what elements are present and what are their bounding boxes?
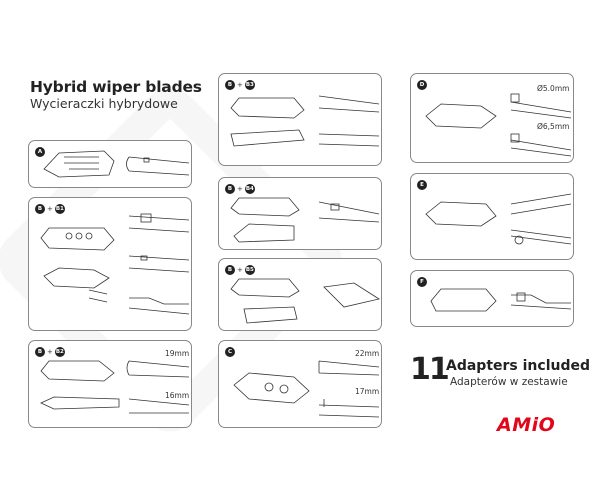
panel-adapter-f: F (410, 270, 574, 327)
badge-a: A (35, 147, 45, 157)
badge-b1: B1 (54, 204, 65, 214)
size-label-22mm: 22mm (355, 349, 380, 358)
page-subtitle: Wycieraczki hybrydowe (30, 96, 178, 111)
panel-adapter-b-b2: B+B2 19mm 16mm (28, 340, 192, 428)
badge-b4: B4 (244, 184, 255, 194)
adapter-c-drawing (233, 360, 380, 418)
panel-adapter-e: E (410, 173, 574, 260)
size-label-19mm: 19mm (165, 349, 190, 358)
adapter-b-b4-drawing (230, 197, 380, 243)
badge-d: D (417, 80, 427, 90)
badge-b: B (225, 184, 235, 194)
panel-adapter-c: C 22mm 17mm (218, 340, 382, 428)
badge-b: B (35, 204, 45, 214)
size-label-16mm: 16mm (165, 391, 190, 400)
panel-adapter-b-b5: B+B5 (218, 258, 382, 331)
adapter-a-drawing (43, 150, 190, 178)
badge-c: C (225, 347, 235, 357)
panel-adapter-a: A (28, 140, 192, 188)
adapter-b-b5-drawing (230, 278, 381, 324)
badge-b5: B5 (244, 265, 255, 275)
adapter-b-b2-drawing (40, 360, 190, 414)
brand-logo: AMiO (497, 414, 556, 436)
adapter-d-drawing (425, 93, 572, 157)
adapter-f-drawing (430, 288, 572, 312)
adapter-e-drawing (425, 193, 572, 245)
badge-e: E (417, 180, 427, 190)
panel-adapter-b-b1: B+B1 (28, 197, 192, 331)
adapters-subtitle: Adapterów w zestawie (450, 376, 568, 388)
badge-f: F (417, 277, 427, 287)
badge-b2: B2 (54, 347, 65, 357)
badge-b: B (225, 265, 235, 275)
adapter-b-b3-drawing (230, 95, 380, 147)
page-title: Hybrid wiper blades (30, 78, 202, 96)
panel-adapter-d: D Ø5.0mm Ø6,5mm (410, 73, 574, 163)
size-label-5mm: Ø5.0mm (537, 84, 570, 93)
badge-b: B (225, 80, 235, 90)
adapters-title: Adapters included (446, 358, 590, 374)
adapter-b-b1-drawing (40, 213, 190, 315)
badge-b3: B3 (244, 80, 255, 90)
panel-adapter-b-b4: B+B4 (218, 177, 382, 250)
size-label-17mm: 17mm (355, 387, 380, 396)
adapter-count: 11 (410, 352, 450, 387)
size-label-6-5mm: Ø6,5mm (537, 122, 570, 131)
badge-b: B (35, 347, 45, 357)
panel-adapter-b-b3: B+B3 (218, 73, 382, 166)
